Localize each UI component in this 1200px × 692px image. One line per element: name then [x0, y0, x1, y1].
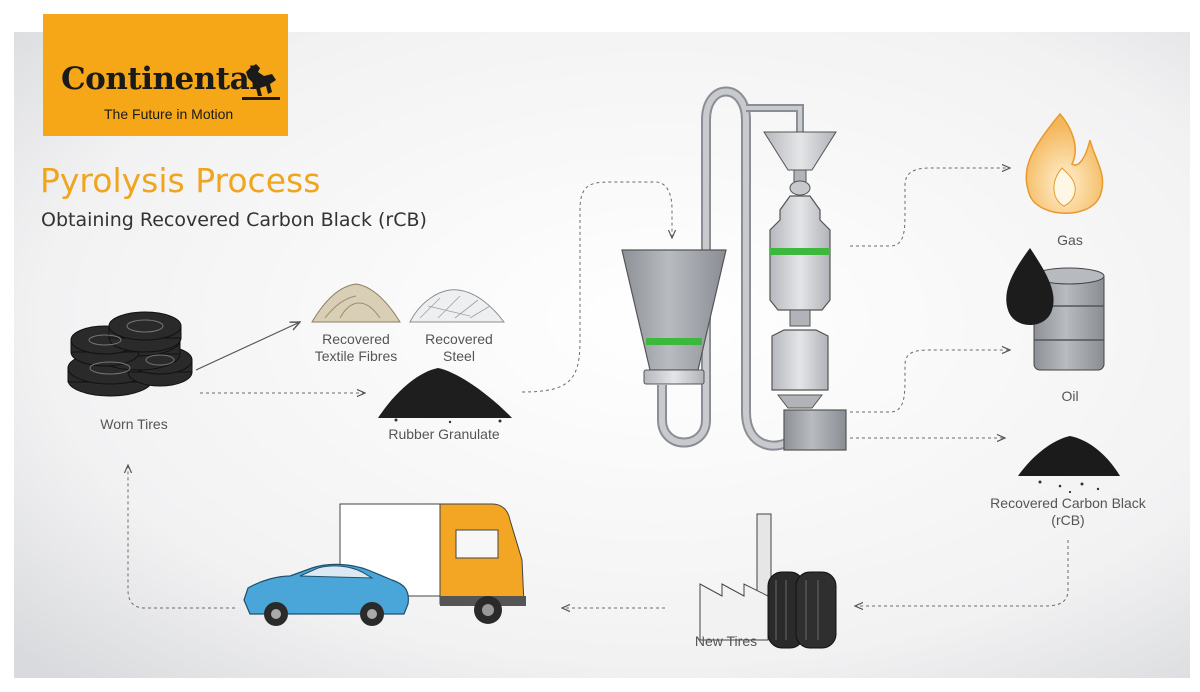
new-tires-icon — [767, 571, 837, 649]
gas-flame-icon — [1025, 112, 1104, 214]
arrow-rcb-to-newtires — [855, 540, 1069, 606]
factory-icon — [699, 513, 772, 641]
label-textile-fibres: Recovered Textile Fibres — [308, 331, 404, 365]
brand-name: Continental — [61, 61, 261, 97]
horse-icon — [242, 64, 280, 100]
rubber-granulate-icon — [378, 368, 512, 424]
continental-logo[interactable]: Continental The Future in Motion — [43, 14, 288, 136]
label-rubber-granulate: Rubber Granulate — [388, 426, 500, 442]
label-oil: Oil — [1061, 388, 1079, 404]
carbon-black-icon — [1018, 436, 1120, 494]
oil-drop-icon — [1006, 248, 1054, 325]
textile-fibres-icon — [311, 283, 401, 323]
label-rcb-line1: Recovered Carbon Black — [990, 495, 1146, 511]
label-textile-line2: Textile Fibres — [314, 348, 398, 364]
arrow-vehicles-to-worn — [128, 465, 235, 609]
brand-tagline: The Future in Motion — [104, 106, 234, 122]
arrow-reactor-to-gas — [850, 168, 1010, 247]
arrow-reactor-to-oil — [850, 350, 1010, 413]
page-subtitle: Obtaining Recovered Carbon Black (rCB) — [41, 209, 427, 231]
arrow-tires-to-textile — [195, 322, 300, 371]
oil-barrel-icon — [1006, 248, 1105, 371]
pyrolysis-reactor — [621, 86, 847, 451]
label-steel-line1: Recovered — [425, 331, 493, 347]
label-worn-tires: Worn Tires — [100, 416, 168, 432]
label-steel-line2: Steel — [443, 348, 475, 364]
page-title: Pyrolysis Process — [40, 161, 321, 200]
label-steel: Recovered Steel — [414, 331, 504, 365]
flow-arrows — [128, 168, 1069, 609]
label-textile-line1: Recovered — [322, 331, 390, 347]
steel-icon — [409, 289, 506, 323]
car-icon — [243, 563, 409, 626]
worn-tires-icon — [67, 311, 193, 397]
label-carbon-black: Recovered Carbon Black (rCB) — [982, 495, 1154, 529]
label-gas: Gas — [1057, 232, 1083, 248]
label-new-tires: New Tires — [694, 633, 758, 649]
label-rcb-line2: (rCB) — [1051, 512, 1085, 528]
